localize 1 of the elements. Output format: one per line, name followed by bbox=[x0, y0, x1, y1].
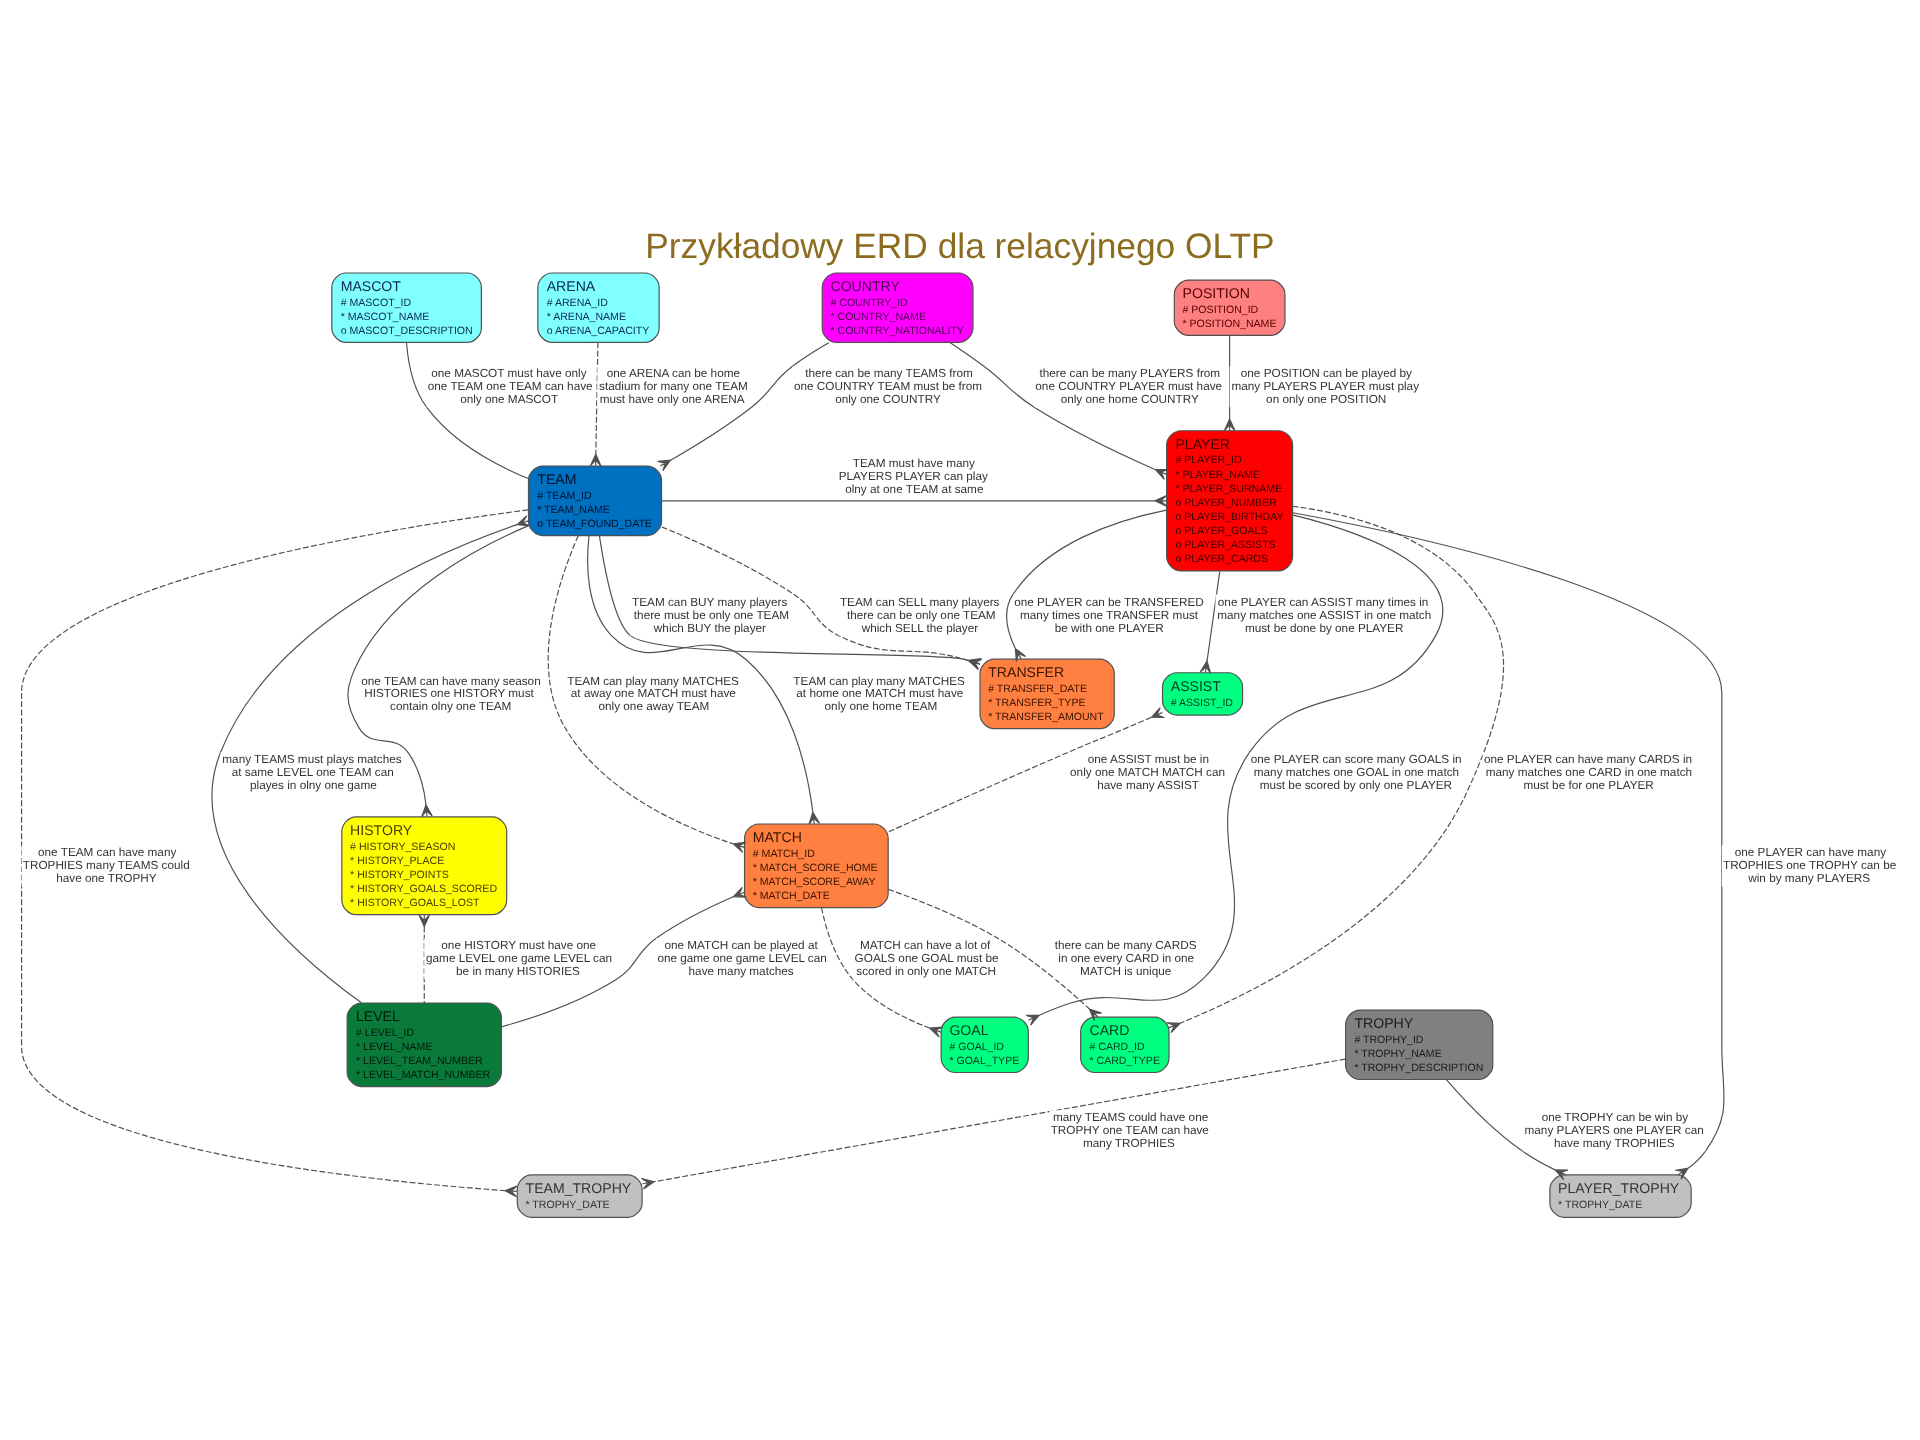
diagram-title: Przykładowy ERD dla relacyjnego OLTP bbox=[645, 224, 1275, 265]
